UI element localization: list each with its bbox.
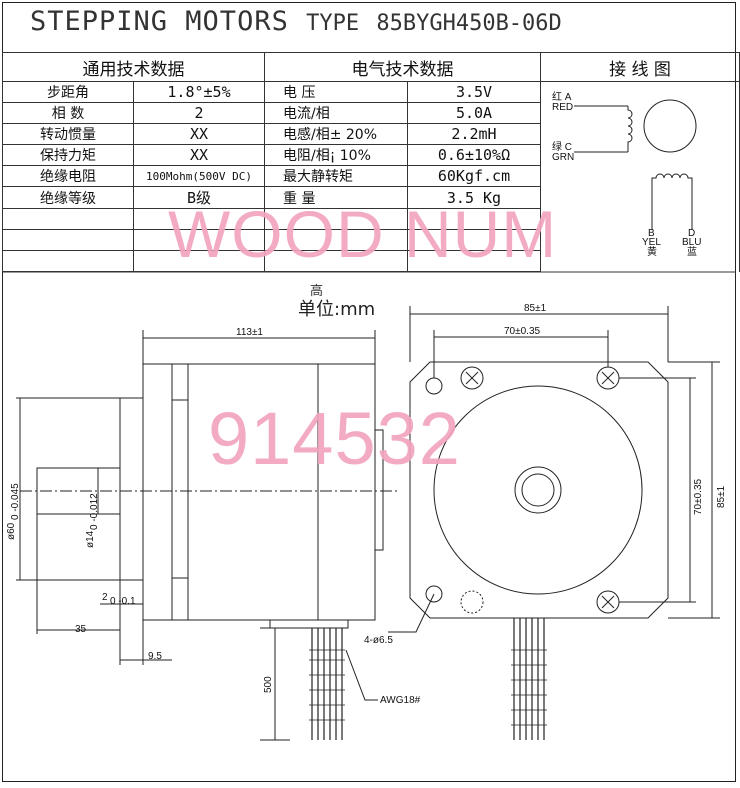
unit-text: 单位:mm — [298, 299, 376, 320]
dim-shaft-dia: ø14 — [85, 530, 96, 548]
dim-flange-dia: ø60 — [6, 522, 17, 540]
title-main: STEPPING MOTORS — [30, 6, 289, 37]
document-title: STEPPING MOTORS TYPE 85BYGH450B-06D — [30, 6, 562, 37]
electrical-header: 电气技术数据 — [264, 52, 541, 82]
dim-flange-tol: 0 -0.045 — [10, 483, 21, 520]
watermark-top: WOOD NUM — [168, 197, 558, 271]
dim-bolt-spacing-v: 70±0.35 — [693, 478, 704, 515]
wire-a-color: RED — [552, 102, 573, 113]
dim-shaft-tol: 0 -0.012 — [89, 493, 100, 530]
dim-holes: 4-ø6.5 — [364, 635, 393, 646]
wire-d-label: D — [688, 228, 695, 239]
electrical-value: 60Kgf.cm — [407, 165, 541, 187]
front-view — [388, 306, 720, 740]
wiring-diagram — [574, 99, 697, 230]
title-type-label: TYPE — [306, 11, 360, 36]
dim-boss: 2 — [102, 592, 108, 603]
watermark-middle: 914532 — [208, 397, 461, 480]
dim-boss-tol: 0 -0.1 — [110, 596, 136, 607]
wire-b-color: YEL — [642, 237, 661, 248]
label-wire-gauge: AWG18# — [380, 695, 421, 706]
title-model: 85BYGH450B-06D — [376, 11, 562, 36]
unit-label: 高 单位:mm — [298, 284, 376, 321]
dim-body-length: 113±1 — [236, 327, 263, 338]
spec-table: 通用技术数据 电气技术数据 接 线 图 步距角 1.8°±5% 电 压 3.5V… — [2, 52, 740, 272]
wire-d-cn: 蓝 — [687, 246, 697, 258]
general-label: 相 数 — [2, 102, 134, 124]
electrical-label: 电阻/相¡ 10% — [264, 144, 408, 166]
wire-b-label: B — [648, 228, 655, 239]
dim-shaft-length: 35 — [75, 624, 87, 635]
wiring-cell — [540, 81, 740, 272]
unit-prefix: 高 — [310, 284, 324, 299]
wiring-header: 接 线 图 — [540, 52, 740, 82]
dim-bolt-spacing-h: 70±0.35 — [504, 326, 541, 337]
dim-flange-thickness: 9.5 — [148, 651, 162, 662]
dim-width: 85±1 — [524, 303, 547, 314]
wire-c-label: 绿 C — [552, 140, 572, 153]
dim-height: 85±1 — [716, 485, 727, 508]
electrical-value: 3.5 Kg — [407, 186, 541, 209]
wire-c-color: GRN — [552, 152, 574, 163]
wire-d-color: BLU — [682, 237, 701, 248]
wire-b-cn: 黄 — [647, 245, 657, 258]
dim-lead-length: 500 — [263, 676, 274, 693]
wire-a-label: 红 A — [552, 90, 572, 103]
electrical-label: 最大静转矩 — [264, 165, 408, 187]
side-view — [16, 330, 400, 741]
